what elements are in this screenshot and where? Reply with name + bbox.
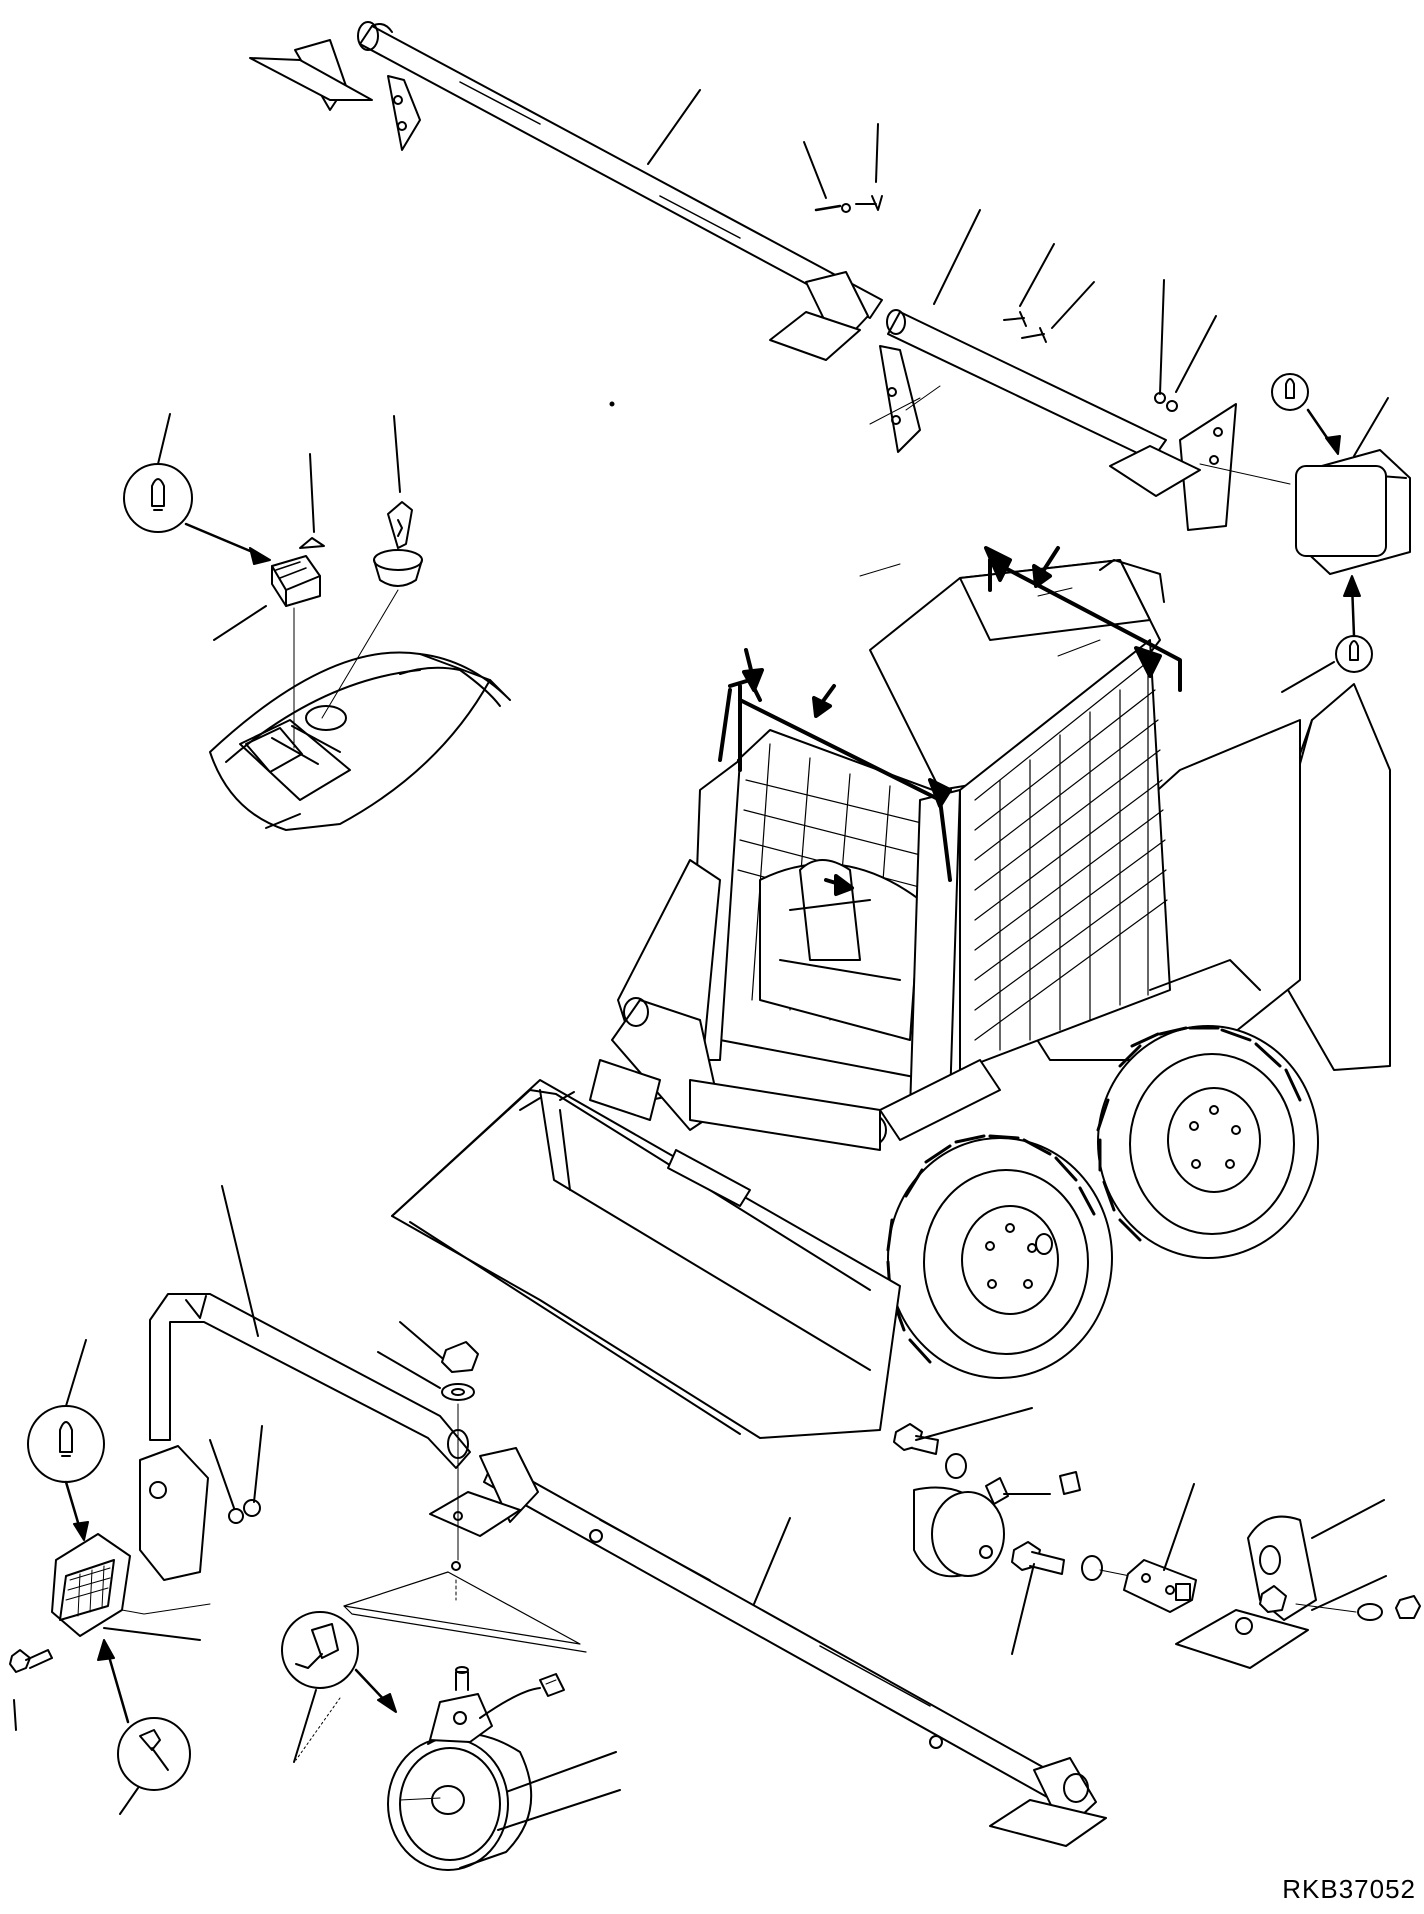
bulb-icon <box>28 1406 104 1482</box>
operator-cab <box>690 560 1170 1110</box>
bulb-icon <box>1272 374 1308 410</box>
rear-wheel <box>1098 1026 1318 1258</box>
drawing-code: RKB37052 <box>1282 1874 1416 1904</box>
round-work-lamp <box>282 1612 620 1870</box>
top-light-bar <box>250 22 1388 530</box>
bulb-icon <box>124 464 192 532</box>
switch-console <box>124 414 510 830</box>
arrow-icon <box>744 548 1058 894</box>
bolt-icon <box>10 1650 52 1672</box>
wire-connector-icon <box>282 1612 358 1688</box>
bolt-icon <box>118 1718 190 1790</box>
wire-connector-icon <box>540 1674 564 1696</box>
front-work-lamp <box>10 1340 210 1814</box>
front-light-bar <box>140 1186 1106 1846</box>
rear-lamp <box>1272 374 1410 692</box>
skid-steer-loader <box>392 560 1390 1438</box>
horn-assembly <box>894 1408 1420 1668</box>
front-wheel <box>888 1136 1112 1378</box>
bucket <box>392 1080 900 1438</box>
cab-light-brackets <box>720 548 1180 894</box>
bulb-icon <box>1336 636 1372 672</box>
